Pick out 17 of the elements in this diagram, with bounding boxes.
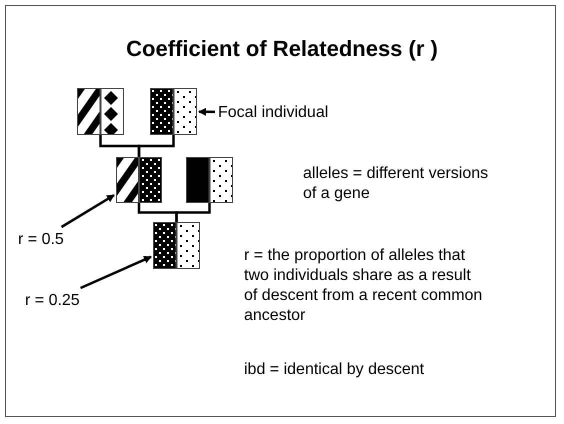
title: Coefficient of Relatedness (r ) (125, 36, 439, 62)
pedigree-line (138, 135, 175, 157)
genotype-drawing (186, 157, 233, 203)
arrow (198, 108, 216, 116)
arrow (60, 194, 115, 228)
genotype-drawing (150, 88, 197, 135)
genotype-drawing (77, 88, 124, 135)
pedigree-line (175, 203, 211, 222)
genotype-drawing (116, 157, 162, 203)
node-label: Focal individual (218, 103, 328, 122)
note-text: alleles = different versions of a gene (303, 164, 490, 204)
arrow (80, 256, 152, 290)
r-value-label: r = 0.5 (18, 230, 64, 249)
note-text: r = the proportion of alleles that two individuals share as a result of descent from a recent common ancestor (244, 246, 484, 326)
r-value-label: r = 0.25 (25, 291, 80, 310)
genotype-drawing (153, 222, 200, 269)
note-text: ibd = identical by descent (244, 360, 426, 380)
